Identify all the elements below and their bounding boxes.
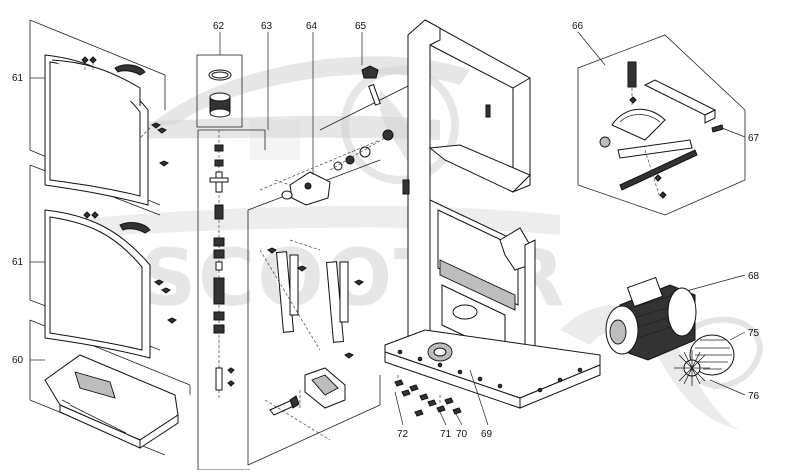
leader-lines — [30, 31, 746, 426]
screw-icon — [81, 56, 169, 167]
part-63-shaft-assembly[interactable] — [209, 130, 235, 400]
part-66-miter-gauge[interactable] — [599, 61, 724, 199]
callout-61-middle: 61 — [12, 257, 24, 268]
callout-71: 71 — [440, 429, 452, 440]
callout-60: 60 — [12, 355, 24, 366]
callout-72: 72 — [397, 429, 409, 440]
callout-69: 69 — [481, 429, 493, 440]
part-61-upper-cover[interactable] — [44, 54, 169, 206]
callout-75: 75 — [748, 328, 760, 339]
part-70-71-72-bolts[interactable] — [394, 375, 462, 417]
callout-66: 66 — [572, 21, 584, 32]
screw-icon — [83, 211, 177, 324]
callout-63: 63 — [261, 21, 273, 32]
part-64-blade-guide[interactable] — [259, 139, 381, 441]
callout-67: 67 — [748, 133, 760, 144]
main-frame-column[interactable] — [384, 19, 601, 409]
callout-76: 76 — [748, 391, 760, 402]
part-62-nut-washer[interactable] — [208, 69, 232, 118]
part-68-motor[interactable] — [605, 276, 697, 361]
callout-61-upper: 61 — [12, 73, 24, 84]
bolt-icon — [397, 349, 583, 393]
part-75-fan-cover[interactable] — [689, 334, 735, 376]
callout-68: 68 — [748, 271, 760, 282]
part-61-middle-cover[interactable] — [44, 209, 177, 359]
callout-62: 62 — [213, 21, 225, 32]
callout-64: 64 — [306, 21, 318, 32]
callout-70: 70 — [456, 429, 468, 440]
part-76-fan[interactable] — [674, 350, 710, 386]
callout-65: 65 — [355, 21, 367, 32]
callout-labels: 61 61 60 62 63 64 65 66 67 68 75 76 69 7… — [12, 21, 760, 440]
cover-handle-icon — [119, 222, 151, 234]
cover-handle-icon — [114, 64, 146, 76]
part-60-dust-tray[interactable] — [44, 354, 179, 449]
part-65-bearing-bolt[interactable] — [329, 65, 396, 171]
